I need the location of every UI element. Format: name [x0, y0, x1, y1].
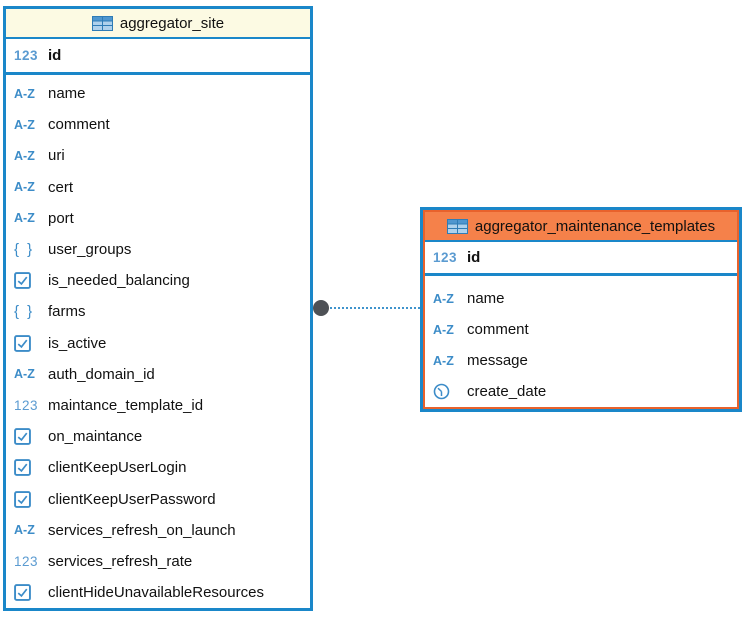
- column-row-port[interactable]: A-Z port: [6, 202, 310, 234]
- column-name: id: [48, 47, 62, 64]
- table-icon: [91, 15, 113, 31]
- checkbox-type-icon: [14, 459, 40, 477]
- column-row-uri[interactable]: A-Z uri: [6, 140, 310, 172]
- column-name: comment: [48, 116, 110, 134]
- number-type-icon: 123: [14, 553, 39, 569]
- text-type-icon: A-Z: [14, 523, 35, 538]
- column-name: create_date: [467, 383, 547, 400]
- entity-header-aggregator-maintenance-templates[interactable]: aggregator_maintenance_templates: [425, 212, 737, 242]
- text-type-icon: A-Z: [14, 117, 35, 132]
- column-name: clientKeepUserLogin: [48, 459, 187, 477]
- column-name: auth_domain_id: [48, 365, 155, 383]
- entity-aggregator-maintenance-templates[interactable]: aggregator_maintenance_templates 123 id A…: [420, 207, 742, 412]
- entity-title: aggregator_maintenance_templates: [474, 217, 716, 235]
- column-name: name: [48, 85, 86, 103]
- column-row-comment[interactable]: A-Z comment: [425, 314, 737, 345]
- table-icon: [446, 218, 468, 234]
- column-row-farms[interactable]: { } farms: [6, 296, 310, 328]
- text-type-icon: A-Z: [433, 322, 454, 337]
- key-columns-section: 123 id: [425, 242, 737, 276]
- column-name: services_refresh_rate: [48, 552, 193, 570]
- text-type-icon: A-Z: [433, 353, 454, 368]
- text-type-icon: A-Z: [14, 148, 35, 163]
- number-type-icon: 123: [433, 250, 458, 265]
- column-row-cert[interactable]: A-Z cert: [6, 171, 310, 203]
- column-name: message: [467, 352, 528, 369]
- column-row-create_date[interactable]: create_date: [425, 376, 737, 407]
- text-type-icon: A-Z: [14, 86, 35, 101]
- column-name: id: [467, 249, 481, 266]
- column-row-services_refresh_on_launch[interactable]: A-Z services_refresh_on_launch: [6, 514, 310, 546]
- entity-header-aggregator-site[interactable]: aggregator_site: [6, 9, 310, 39]
- text-type-icon: A-Z: [14, 211, 35, 226]
- column-name: on_maintance: [48, 428, 143, 446]
- column-row-clientHideUnavailableResources[interactable]: clientHideUnavailableResources: [6, 577, 310, 609]
- number-type-icon: 123: [14, 48, 39, 63]
- column-name: comment: [467, 321, 529, 338]
- entity-title: aggregator_site: [119, 14, 225, 32]
- column-row-clientKeepUserPassword[interactable]: clientKeepUserPassword: [6, 483, 310, 515]
- checkbox-type-icon: [14, 272, 40, 290]
- column-name: is_needed_balancing: [48, 272, 190, 290]
- column-row-comment[interactable]: A-Z comment: [6, 109, 310, 141]
- column-name: cert: [48, 178, 74, 196]
- column-row-id[interactable]: 123 id: [6, 39, 310, 72]
- column-row-is_active[interactable]: is_active: [6, 327, 310, 359]
- checkbox-type-icon: [14, 428, 40, 446]
- column-name: name: [467, 290, 505, 307]
- column-name: user_groups: [48, 241, 132, 259]
- column-name: clientHideUnavailableResources: [48, 584, 264, 602]
- text-type-icon: A-Z: [14, 367, 35, 382]
- text-type-icon: A-Z: [433, 291, 454, 306]
- column-name: clientKeepUserPassword: [48, 490, 216, 508]
- column-row-clientKeepUserLogin[interactable]: clientKeepUserLogin: [6, 452, 310, 484]
- column-name: services_refresh_on_launch: [48, 521, 236, 539]
- checkbox-type-icon: [14, 334, 40, 352]
- text-type-icon: A-Z: [14, 180, 35, 195]
- column-row-user_groups[interactable]: { } user_groups: [6, 233, 310, 266]
- column-row-auth_domain_id[interactable]: A-Z auth_domain_id: [6, 358, 310, 390]
- column-name: is_active: [48, 334, 107, 352]
- relationship-endpoint-dot[interactable]: [313, 300, 329, 316]
- checkbox-type-icon: [14, 490, 40, 508]
- column-row-services_refresh_rate[interactable]: 123 services_refresh_rate: [6, 545, 310, 577]
- column-row-name[interactable]: A-Z name: [6, 78, 310, 110]
- column-name: port: [48, 209, 74, 227]
- relationship-connector-line[interactable]: [326, 307, 420, 309]
- column-name: uri: [48, 147, 65, 165]
- key-columns-section: 123 id: [6, 39, 310, 75]
- clock-type-icon: [433, 383, 459, 400]
- column-row-is_needed_balancing[interactable]: is_needed_balancing: [6, 265, 310, 297]
- column-row-maintance_template_id[interactable]: 123 maintance_template_id: [6, 389, 310, 422]
- column-name: farms: [48, 303, 86, 321]
- column-row-id[interactable]: 123 id: [425, 242, 737, 273]
- column-row-on_maintance[interactable]: on_maintance: [6, 421, 310, 453]
- column-row-message[interactable]: A-Z message: [425, 345, 737, 376]
- json-type-icon: { }: [14, 303, 35, 321]
- number-type-icon: 123: [14, 397, 39, 413]
- checkbox-type-icon: [14, 584, 40, 601]
- column-row-name[interactable]: A-Z name: [425, 283, 737, 314]
- column-name: maintance_template_id: [48, 396, 204, 414]
- json-type-icon: { }: [14, 241, 35, 259]
